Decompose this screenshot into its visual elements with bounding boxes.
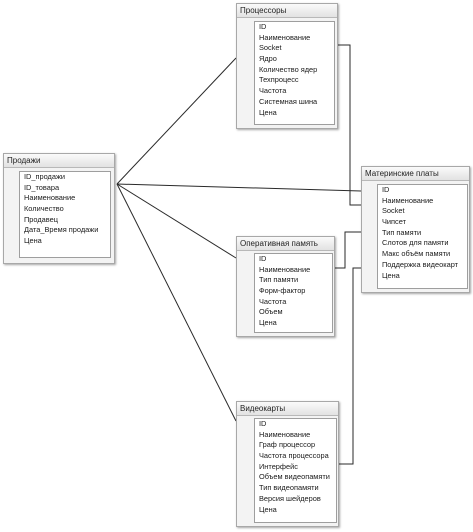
field-item[interactable]: Socket bbox=[259, 43, 282, 53]
field-list: ID Наименование Socket Чипсет Тип памяти… bbox=[377, 184, 468, 289]
field-item[interactable]: Объем видеопамяти bbox=[259, 472, 330, 482]
field-list: ID Наименование Тип памяти Форм-фактор Ч… bbox=[254, 253, 333, 333]
field-item[interactable]: Цена bbox=[259, 504, 277, 514]
field-item[interactable]: Цена bbox=[259, 107, 277, 117]
field-item[interactable]: Цена bbox=[382, 270, 400, 280]
field-item[interactable]: ID bbox=[259, 22, 267, 31]
field-item[interactable]: Версия шейдеров bbox=[259, 493, 321, 503]
field-item[interactable]: ID_продажи bbox=[24, 172, 66, 181]
link-processory-materinskie bbox=[338, 44, 361, 206]
field-item[interactable]: Цена bbox=[24, 236, 42, 246]
field-item[interactable]: Системная шина bbox=[259, 96, 318, 106]
field-item[interactable]: Наименование bbox=[259, 32, 311, 42]
table-operativnaya[interactable]: Оперативная память ID Наименование Тип п… bbox=[236, 236, 335, 337]
field-item[interactable]: ID bbox=[382, 185, 390, 194]
field-item[interactable]: Частота процессора bbox=[259, 451, 329, 461]
table-prodazhi[interactable]: Продажи ID_продажи ID_товара Наименовани… bbox=[3, 153, 115, 264]
field-item[interactable]: Цена bbox=[259, 318, 277, 328]
link-operativnaya-materinskie bbox=[335, 231, 361, 269]
table-title: Процессоры bbox=[237, 4, 337, 18]
field-item[interactable]: Socket bbox=[382, 206, 405, 216]
field-item[interactable]: Форм-фактор bbox=[259, 286, 306, 296]
link-prodazhi-materinskie bbox=[116, 183, 362, 192]
field-item[interactable]: Тип памяти bbox=[259, 275, 299, 285]
field-item[interactable]: Наименование bbox=[24, 193, 76, 203]
field-item[interactable]: ID bbox=[259, 254, 267, 263]
field-item[interactable]: Макс объём памяти bbox=[382, 249, 451, 259]
field-list: ID Наименование Граф процессор Частота п… bbox=[254, 418, 337, 523]
field-item[interactable]: Наименование bbox=[259, 429, 311, 439]
field-item[interactable]: Тип памяти bbox=[382, 227, 422, 237]
field-item[interactable]: Количество ядер bbox=[259, 64, 318, 74]
field-list: ID Наименование Socket Ядро Количество я… bbox=[254, 21, 335, 125]
field-item[interactable]: Частота bbox=[259, 296, 287, 306]
table-title: Оперативная память bbox=[237, 237, 334, 251]
link-prodazhi-videokarty bbox=[116, 183, 237, 422]
field-item[interactable]: Чипсет bbox=[382, 217, 407, 227]
table-title: Видеокарты bbox=[237, 402, 338, 416]
field-item[interactable]: Количество bbox=[24, 204, 64, 214]
link-prodazhi-processory bbox=[116, 57, 237, 185]
field-item[interactable]: Частота bbox=[259, 86, 287, 96]
field-item[interactable]: Поддержка видеокарт bbox=[382, 259, 459, 269]
link-prodazhi-operativnaya bbox=[116, 183, 237, 259]
table-materinskie[interactable]: Материнские платы ID Наименование Socket… bbox=[361, 166, 470, 293]
table-videokarty[interactable]: Видеокарты ID Наименование Граф процессо… bbox=[236, 401, 339, 527]
field-item[interactable]: Граф процессор bbox=[259, 440, 316, 450]
field-item[interactable]: Объем bbox=[259, 307, 283, 317]
table-title: Продажи bbox=[4, 154, 114, 168]
field-item[interactable]: Дата_Время продажи bbox=[24, 225, 99, 235]
table-title: Материнские платы bbox=[362, 167, 469, 181]
field-item[interactable]: Слотов для памяти bbox=[382, 238, 449, 248]
field-item[interactable]: Продавец bbox=[24, 214, 58, 224]
field-item[interactable]: Техпроцесс bbox=[259, 75, 299, 85]
field-list: ID_продажи ID_товара Наименование Количе… bbox=[19, 171, 111, 258]
field-item[interactable]: Наименование bbox=[382, 195, 434, 205]
field-item[interactable]: Ядро bbox=[259, 54, 277, 64]
field-item[interactable]: ID bbox=[259, 419, 267, 428]
link-videokarty-materinskie bbox=[339, 267, 361, 465]
field-item[interactable]: ID_товара bbox=[24, 182, 60, 192]
field-item[interactable]: Наименование bbox=[259, 264, 311, 274]
table-processory[interactable]: Процессоры ID Наименование Socket Ядро К… bbox=[236, 3, 338, 129]
field-item[interactable]: Тип видеопамяти bbox=[259, 483, 319, 493]
field-item[interactable]: Интерфейс bbox=[259, 461, 298, 471]
